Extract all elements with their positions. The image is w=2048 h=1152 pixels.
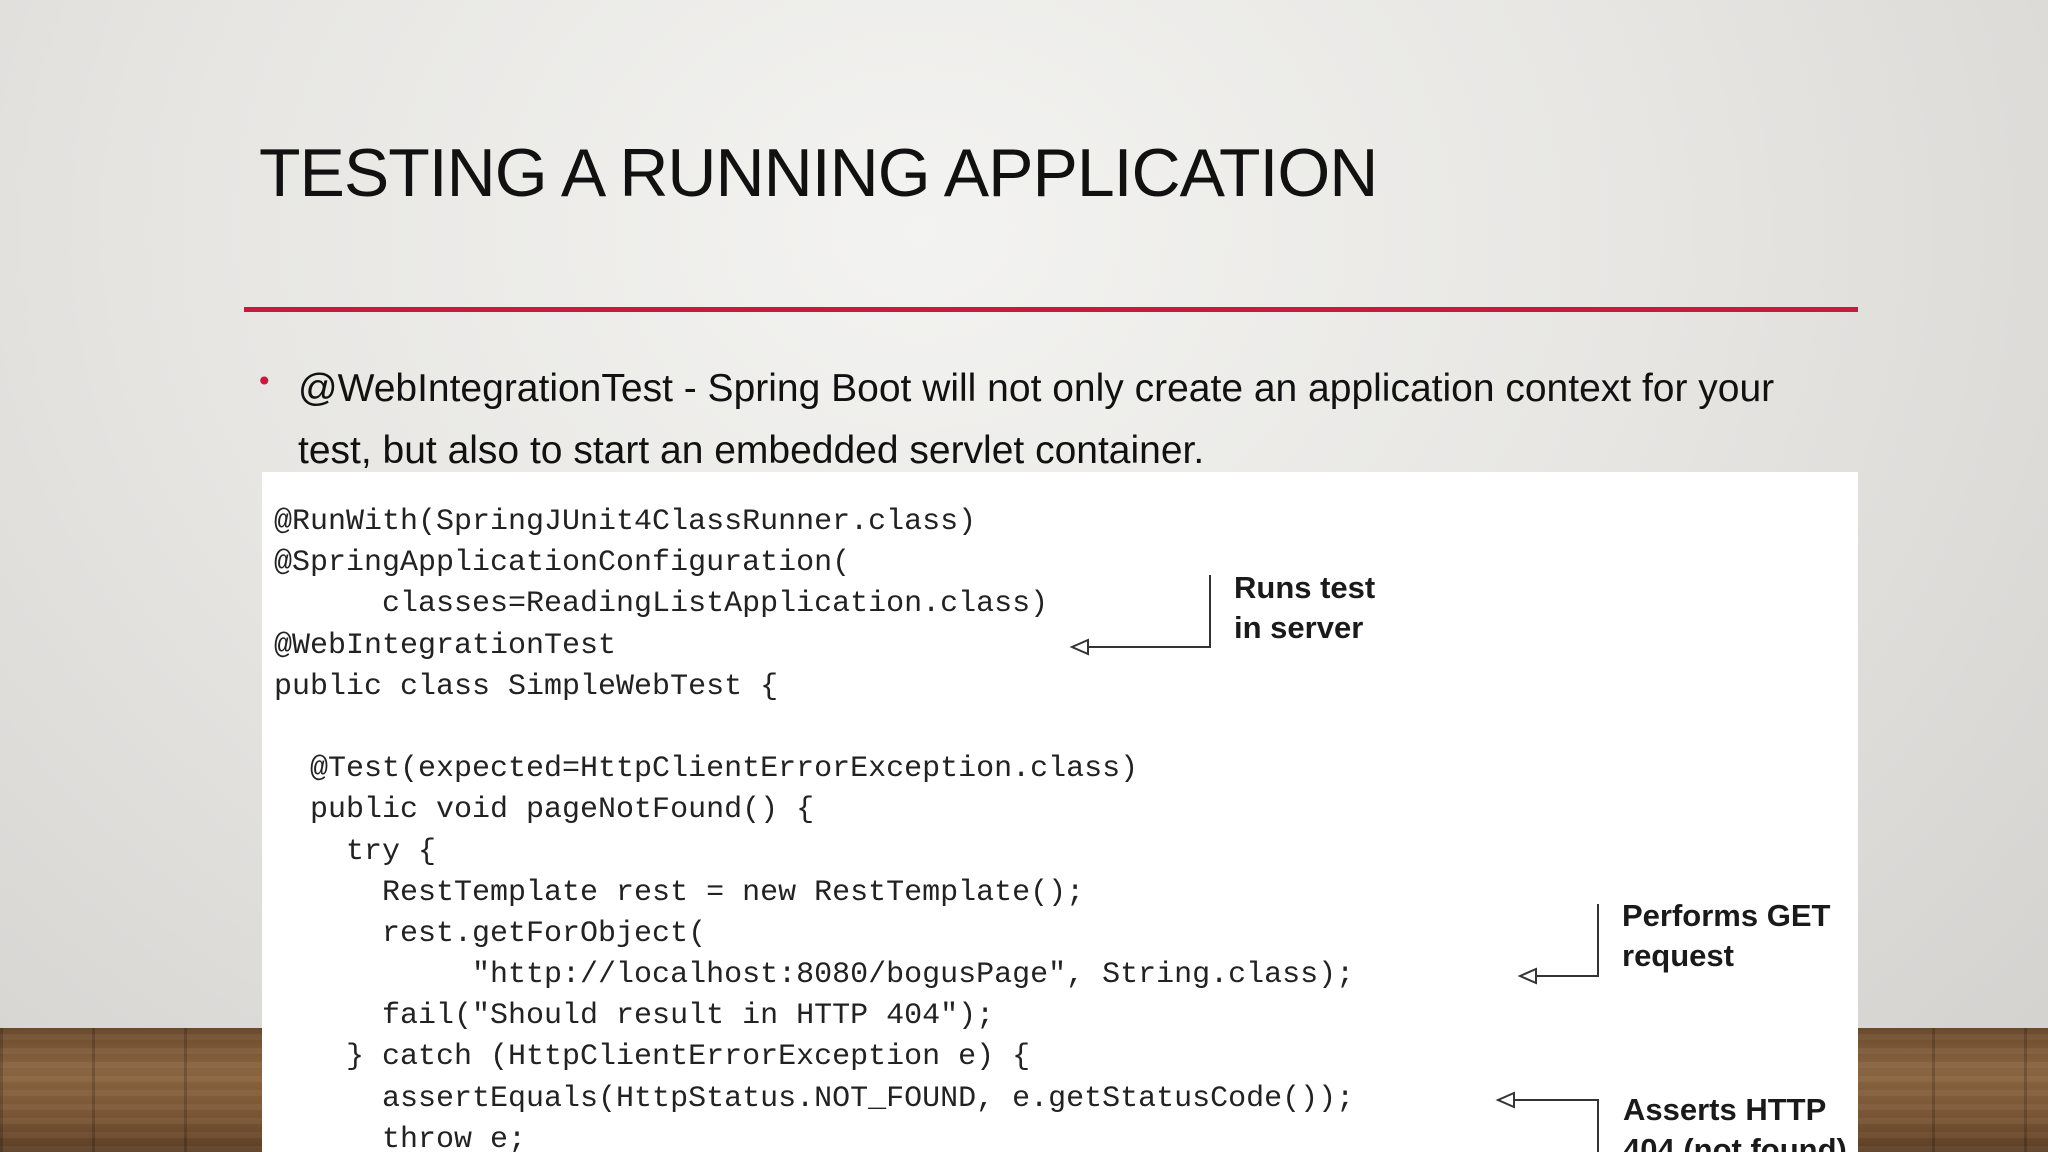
code-line: classes=ReadingListApplication.class): [274, 587, 1049, 622]
code-line: @WebIntegrationTest: [274, 628, 617, 663]
arrow-head-icon: [1495, 1091, 1515, 1109]
annotation-line: Runs test: [1234, 570, 1376, 605]
code-line: public void pageNotFound() {: [274, 793, 815, 828]
annotation-line: request: [1622, 938, 1734, 973]
code-line: try {: [274, 834, 437, 869]
slide-title: TESTING A RUNNING APPLICATION: [259, 135, 1378, 211]
annotation-performs-get: Performs GET request: [1622, 896, 1830, 976]
annotation-line: 404 (not found): [1623, 1132, 1847, 1152]
code-line: "http://localhost:8080/bogusPage", Strin…: [274, 958, 1355, 993]
title-divider: [244, 307, 1858, 312]
code-block: @RunWith(SpringJUnit4ClassRunner.class) @…: [274, 502, 1354, 1152]
code-line: throw e;: [274, 1122, 527, 1152]
bullet-text: @WebIntegrationTest - Spring Boot will n…: [298, 367, 1775, 472]
bracket-line: [1506, 1099, 1599, 1152]
bullet-dot-icon: •: [256, 365, 273, 398]
annotation-connectors: [1069, 575, 1599, 1152]
annotation-line: Performs GET: [1622, 898, 1831, 933]
annotation-line: Asserts HTTP: [1623, 1092, 1827, 1127]
arrow-head-icon: [1517, 967, 1537, 985]
annotation-asserts-http: Asserts HTTP 404 (not found): [1623, 1090, 1847, 1152]
bracket-line: [1080, 575, 1211, 648]
code-listing-image: @RunWith(SpringJUnit4ClassRunner.class) @…: [262, 472, 1858, 1152]
arrow-head-icon: [1069, 638, 1089, 656]
code-line: @SpringApplicationConfiguration(: [274, 546, 851, 581]
code-line: } catch (HttpClientErrorException e) {: [274, 1040, 1031, 1075]
code-line: assertEquals(HttpStatus.NOT_FOUND, e.get…: [274, 1081, 1355, 1116]
code-line: public class SimpleWebTest {: [274, 669, 779, 704]
code-line: RestTemplate rest = new RestTemplate();: [274, 875, 1085, 910]
code-line: fail("Should result in HTTP 404");: [274, 999, 995, 1034]
annotation-line: in server: [1234, 610, 1364, 645]
code-line: rest.getForObject(: [274, 916, 707, 951]
code-line: @Test(expected=HttpClientErrorException.…: [274, 752, 1139, 787]
bracket-line: [1528, 904, 1599, 977]
code-line: @RunWith(SpringJUnit4ClassRunner.class): [274, 505, 977, 539]
annotation-runs-test: Runs test in server: [1234, 568, 1375, 648]
